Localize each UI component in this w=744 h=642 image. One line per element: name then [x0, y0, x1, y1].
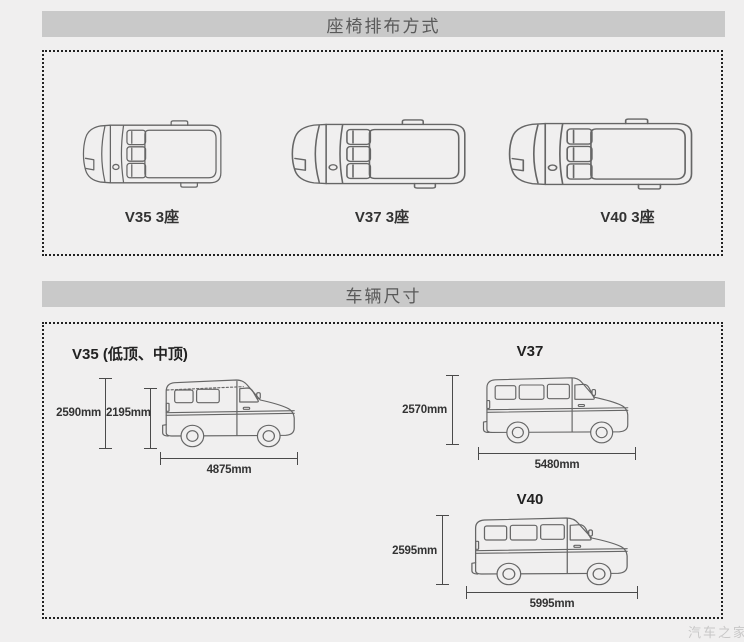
v37-height-dimension-line: [446, 375, 459, 445]
model-name-v35: V35 (低顶、中顶): [72, 346, 188, 363]
v35-height-low-roof-dimension-line: [144, 388, 157, 449]
seating-diagram-panel: [42, 50, 723, 256]
van-side-view-v40-drawing: [471, 517, 628, 586]
model-name-v40: V40: [516, 491, 544, 508]
van-side-view-v37-drawing: [482, 377, 629, 444]
v35-height-low-roof-value: 2195mm: [106, 407, 151, 419]
van-top-view-v40-drawing: [508, 118, 693, 190]
van-side-view-v35-drawing: [162, 379, 295, 448]
v35-height-mid-roof-dimension-line: [99, 378, 112, 449]
dimensions-panel: [42, 322, 723, 619]
v40-height-value: 2595mm: [392, 545, 437, 557]
seating-section-title: 座椅排布方式: [326, 16, 441, 36]
model-name-v37: V37: [516, 343, 544, 360]
dimensions-section-header: 车辆尺寸: [42, 281, 725, 307]
v35-length-value: 4875mm: [206, 464, 252, 476]
v40-height-dimension-line: [436, 515, 449, 585]
v37-length-value: 5480mm: [534, 459, 580, 471]
van-top-view-v35-drawing: [82, 120, 222, 188]
seating-section-header: 座椅排布方式: [42, 11, 725, 37]
dimensions-section-title: 车辆尺寸: [345, 286, 422, 306]
van-top-view-v37-drawing: [291, 119, 466, 189]
v35-height-mid-roof-value: 2590mm: [56, 407, 101, 419]
v35-length-dimension-line: [160, 452, 298, 465]
van-label-v35: V35 3座: [124, 209, 180, 226]
v40-length-dimension-line: [466, 586, 638, 599]
v37-height-value: 2570mm: [402, 404, 447, 416]
van-label-v37: V37 3座: [354, 209, 410, 226]
site-watermark: 汽车之家: [687, 625, 744, 640]
van-label-v40: V40 3座: [600, 209, 655, 226]
v40-length-value: 5995mm: [529, 598, 575, 610]
v37-length-dimension-line: [478, 447, 636, 460]
